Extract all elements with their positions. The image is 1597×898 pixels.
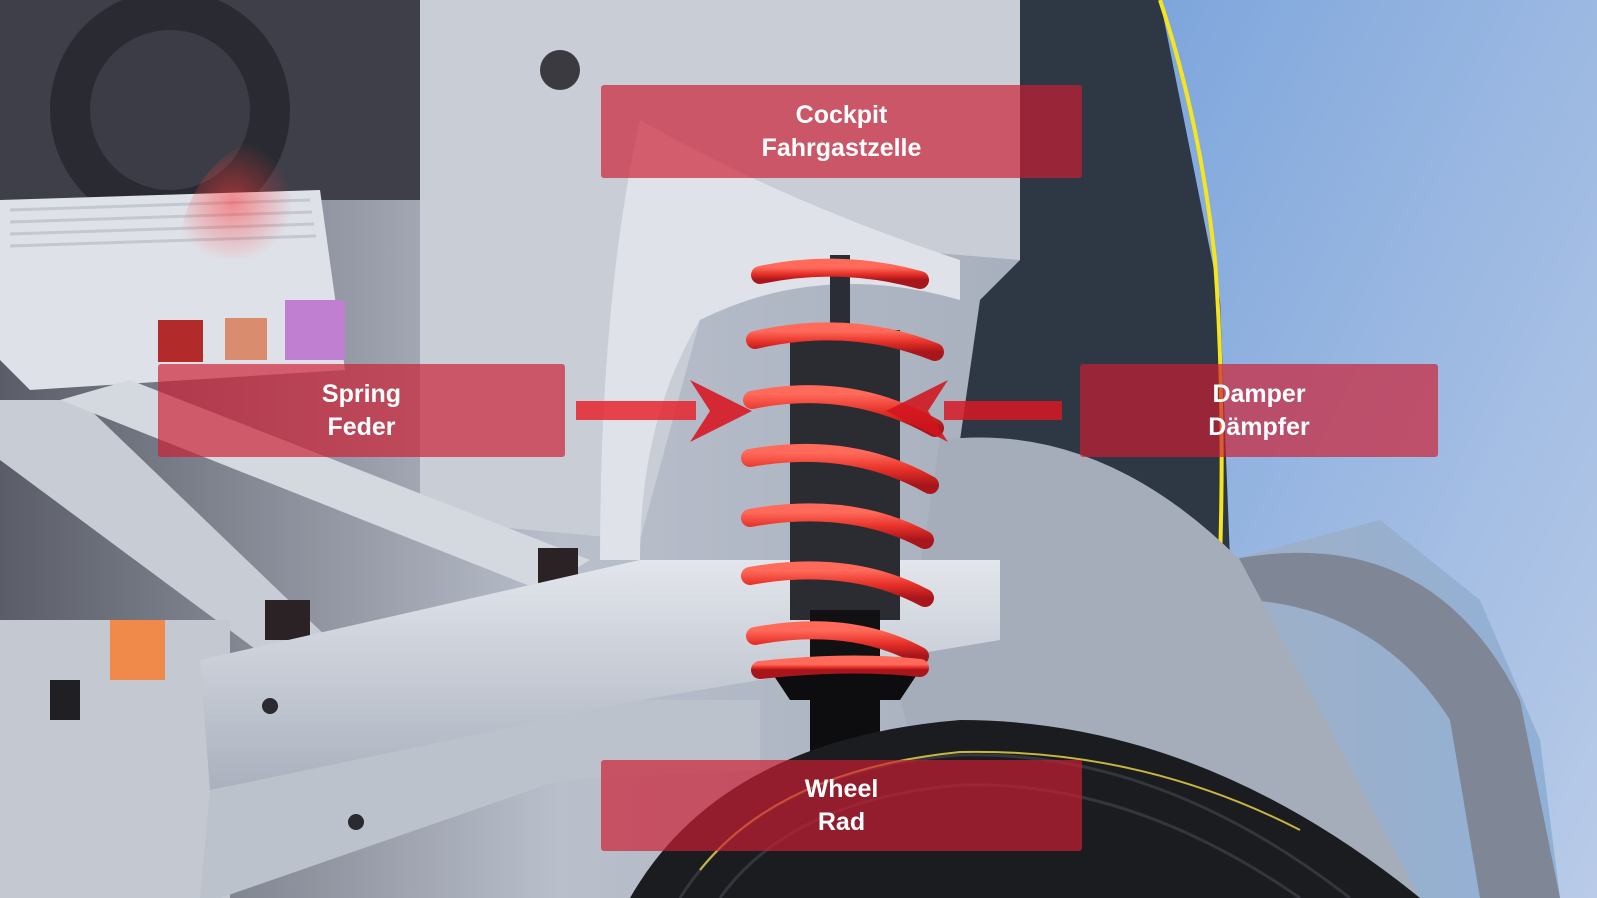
wheel-label-box: Wheel Rad [601, 760, 1082, 851]
damper-label-de: Dämpfer [1208, 412, 1310, 441]
cockpit-label-en: Cockpit [795, 100, 888, 129]
cockpit-label-de: Fahrgastzelle [761, 133, 922, 162]
spring-arrow-icon [576, 380, 752, 442]
cockpit-label-box: Cockpit Fahrgastzelle [601, 85, 1082, 178]
damper-label-en: Damper [1212, 379, 1306, 408]
spring-label-box: Spring Feder [158, 364, 565, 457]
spring-label-de: Feder [327, 412, 396, 441]
damper-arrow-icon [886, 380, 1062, 442]
wheel-label-en: Wheel [804, 774, 879, 803]
wheel-label-de: Rad [817, 807, 866, 836]
damper-label-box: Damper Dämpfer [1080, 364, 1438, 457]
spring-label-en: Spring [321, 379, 402, 408]
